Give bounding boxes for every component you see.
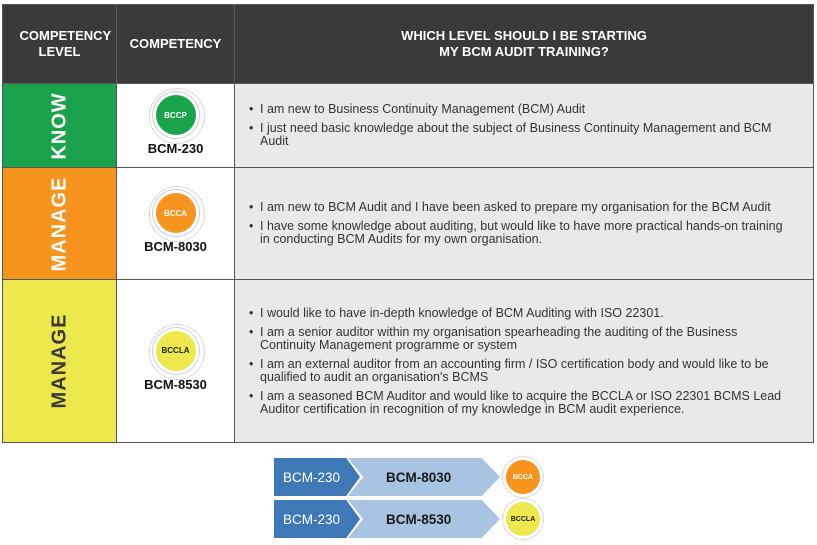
- header-which-level-line2: MY BCM AUDIT TRAINING?: [439, 44, 609, 59]
- level-cell: KNOW: [2, 83, 117, 168]
- header-which-level-line1: WHICH LEVEL SHOULD I BE STARTING: [401, 28, 647, 43]
- bccp-seal-icon: BCCP: [148, 88, 205, 144]
- bcca-seal-icon: BCCA: [502, 456, 544, 498]
- level-label: MANAGE: [48, 313, 70, 409]
- competency-cell: BCCLA BCM-8530: [116, 279, 235, 443]
- list-item: I am a senior auditor within my organisa…: [249, 325, 793, 352]
- course-code: BCM-230: [147, 141, 204, 156]
- table-row: KNOW BCCP BCM-230 I am new to Business C…: [2, 83, 814, 168]
- level-label: MANAGE: [48, 176, 70, 271]
- description-cell: I am new to Business Continuity Manageme…: [234, 83, 814, 168]
- list-item: I am new to BCM Audit and I have been as…: [249, 201, 793, 215]
- list-item: I am new to Business Continuity Manageme…: [249, 103, 793, 117]
- list-item: I am an external auditor from an account…: [249, 357, 793, 384]
- bccla-seal-icon: BCCLA: [148, 323, 205, 380]
- path-step-end: BCM-8030: [348, 458, 500, 496]
- list-item: I just need basic knowledge about the su…: [249, 122, 793, 148]
- header-competency-level: COMPETENCY LEVEL: [2, 4, 117, 84]
- description-cell: I would like to have in-depth knowledge …: [234, 279, 814, 443]
- bcca-seal-icon: BCCA: [148, 186, 205, 242]
- list-item: I am a seasoned BCM Auditor and would li…: [249, 389, 793, 416]
- path-step-start: BCM-230: [274, 458, 360, 496]
- list-item: I have some knowledge about auditing, bu…: [249, 220, 793, 246]
- list-item: I would like to have in-depth knowledge …: [249, 306, 793, 320]
- competency-cell: BCCA BCM-8030: [116, 167, 235, 280]
- bccla-seal-icon: BCCLA: [502, 498, 544, 540]
- level-label: KNOW: [48, 91, 70, 160]
- bullet-list: I am new to BCM Audit and I have been as…: [235, 201, 813, 246]
- level-cell: MANAGE: [2, 279, 117, 443]
- table-row: MANAGE BCCLA BCM-8530 I would like to ha…: [2, 279, 814, 443]
- course-code: BCM-8530: [144, 376, 207, 392]
- description-cell: I am new to BCM Audit and I have been as…: [234, 167, 814, 280]
- header-competency: COMPETENCY: [116, 4, 235, 84]
- bullet-list: I would like to have in-depth knowledge …: [235, 306, 813, 416]
- bullet-list: I am new to Business Continuity Manageme…: [235, 103, 813, 148]
- table-header-row: COMPETENCY LEVEL COMPETENCY WHICH LEVEL …: [2, 4, 814, 84]
- table-row: MANAGE BCCA BCM-8030 I am new to BCM Aud…: [2, 167, 814, 280]
- header-which-level: WHICH LEVEL SHOULD I BE STARTING MY BCM …: [234, 4, 814, 84]
- path-step-start: BCM-230: [274, 500, 360, 538]
- path-step-end: BCM-8530: [348, 500, 500, 538]
- level-cell: MANAGE: [2, 167, 117, 280]
- competency-table: COMPETENCY LEVEL COMPETENCY WHICH LEVEL …: [2, 4, 814, 443]
- competency-cell: BCCP BCM-230: [116, 83, 235, 168]
- course-code: BCM-8030: [144, 239, 207, 254]
